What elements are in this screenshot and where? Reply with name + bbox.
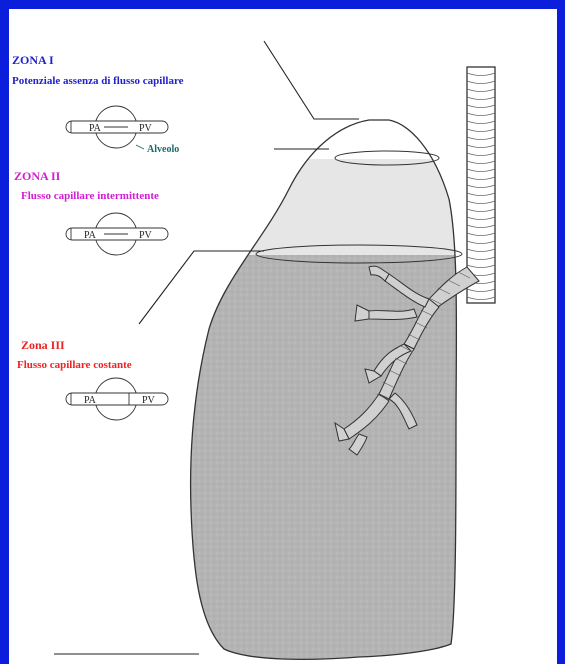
zone1-pa-label: PA	[89, 123, 102, 134]
zone1-pv-label: PV	[139, 123, 153, 134]
zone1-alveolo-label: Alveolo	[147, 144, 179, 155]
zone2-region	[179, 159, 469, 255]
zone3-subtitle: Flusso capillare costante	[17, 358, 132, 372]
lung-diagram: PA PV Alveolo PA PV PA PV	[9, 9, 557, 664]
zone2-pa-label: PA	[84, 230, 97, 241]
zone2-vessel-diagram: PA PV	[66, 213, 168, 255]
lung	[179, 109, 469, 664]
zone2-pv-label: PV	[139, 230, 153, 241]
zone3-pa-label: PA	[84, 395, 97, 406]
trachea	[467, 67, 495, 303]
slide-canvas: PA PV Alveolo PA PV PA PV ZONA I Potenzi…	[9, 9, 557, 664]
zone1-title: ZONA I	[12, 53, 54, 67]
zone3-vessel-diagram: PA PV	[66, 378, 168, 420]
zone2-subtitle: Flusso capillare intermittente	[21, 189, 159, 203]
zone3-pv-label: PV	[142, 395, 156, 406]
zone3-title: Zona III	[21, 338, 65, 352]
zone1-vessel-diagram: PA PV Alveolo	[66, 106, 179, 155]
zone1-subtitle: Potenziale assenza di flusso capillare	[12, 74, 184, 88]
zone2-title: ZONA II	[14, 169, 60, 183]
